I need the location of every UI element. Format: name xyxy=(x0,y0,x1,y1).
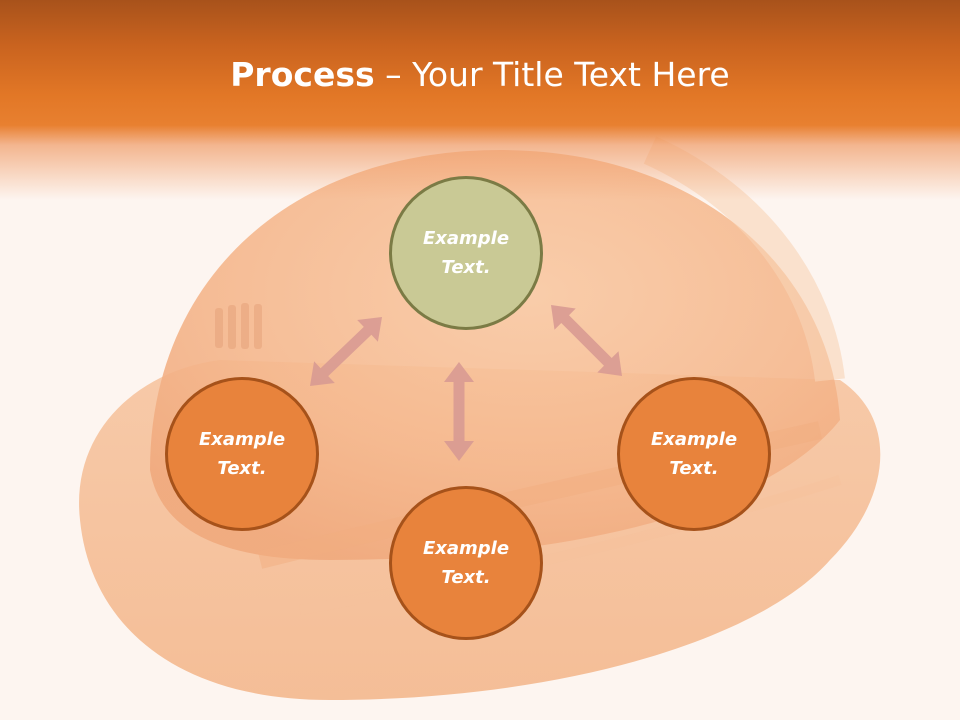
arrow-top-bottom xyxy=(444,362,474,461)
process-node-label: Example Text. xyxy=(422,228,510,278)
process-node-label: Example Text. xyxy=(198,429,286,479)
process-node-label: Example Text. xyxy=(650,429,738,479)
slide-title: Process – Your Title Text Here xyxy=(0,50,960,100)
process-node-right: Example Text. xyxy=(617,377,771,531)
slide-title-text: Your Title Text Here xyxy=(412,55,730,94)
process-node-top: Example Text. xyxy=(389,176,543,330)
slide-title-dash: – xyxy=(374,55,413,94)
slide-title-strong: Process xyxy=(230,55,375,94)
process-node-bottom: Example Text. xyxy=(389,486,543,640)
title-banner xyxy=(0,0,960,200)
process-node-left: Example Text. xyxy=(165,377,319,531)
arrow-top-left xyxy=(310,317,382,386)
arrow-top-right xyxy=(551,305,622,376)
process-node-label: Example Text. xyxy=(422,538,510,588)
